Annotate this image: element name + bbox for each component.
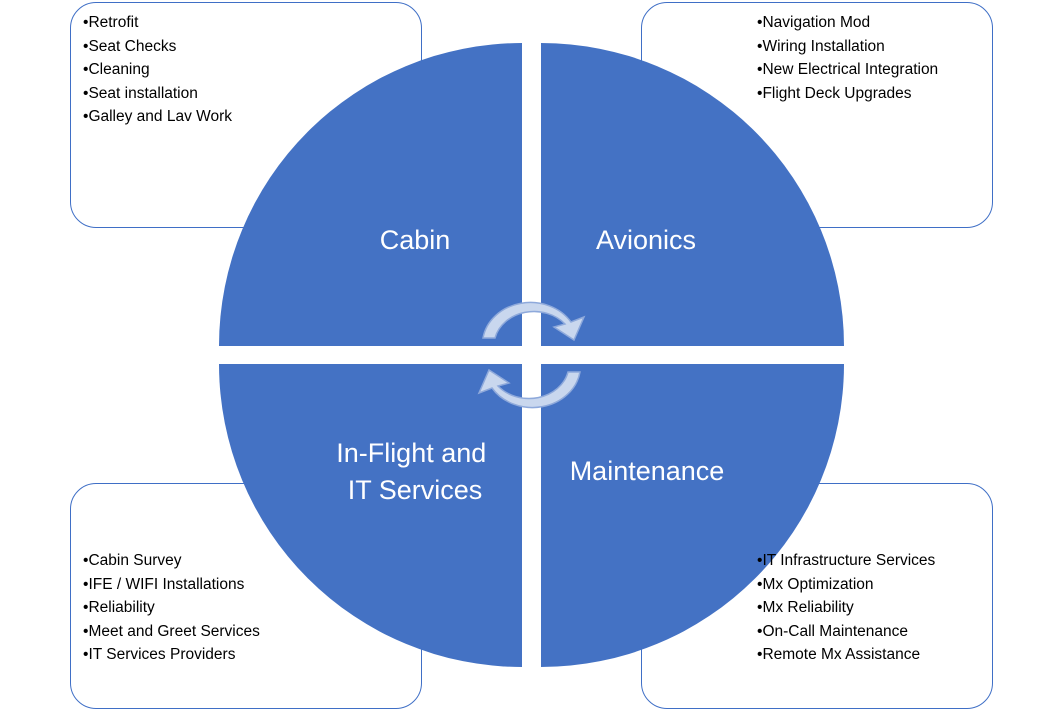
list-item: Wiring Installation [757, 35, 938, 59]
circular-arrows-icon [477, 301, 586, 409]
list-item: Seat Checks [83, 35, 232, 59]
maintenance-items-list: IT Infrastructure ServicesMx Optimizatio… [757, 549, 935, 667]
in-flight-it-items-list: Cabin SurveyIFE / WIFI InstallationsReli… [83, 549, 260, 667]
cabin-items-list: RetrofitSeat ChecksCleaningSeat installa… [83, 11, 232, 129]
list-item: Navigation Mod [757, 11, 938, 35]
list-item: IFE / WIFI Installations [83, 573, 260, 597]
list-item: Cabin Survey [83, 549, 260, 573]
quadrant-avionics [541, 43, 844, 346]
list-item: IT Services Providers [83, 643, 260, 667]
avionics-items-list: Navigation ModWiring InstallationNew Ele… [757, 11, 938, 105]
list-item: Reliability [83, 596, 260, 620]
quadrant-label-maintenance: Maintenance [570, 456, 725, 486]
list-item: Seat installation [83, 82, 232, 106]
list-item: Retrofit [83, 11, 232, 35]
list-item: Flight Deck Upgrades [757, 82, 938, 106]
clockwise-arrow-icon [482, 301, 586, 342]
list-item: New Electrical Integration [757, 58, 938, 82]
quadrant-label-cabin: Cabin [380, 225, 451, 255]
list-item: Cleaning [83, 58, 232, 82]
list-item: Galley and Lav Work [83, 105, 232, 129]
list-item: Meet and Greet Services [83, 620, 259, 644]
quadrant-in-flight-it-services [219, 364, 522, 667]
list-item: On-Call Maintenance [757, 620, 935, 644]
counterclockwise-arrow-icon [477, 368, 581, 409]
quadrant-maintenance [541, 364, 844, 667]
quadrant-label-in-flight-it-services: In-Flight and IT Services [336, 438, 494, 505]
quadrant-cabin [219, 43, 522, 346]
list-item: Mx Optimization [757, 573, 935, 597]
list-item: Remote Mx Assistance [757, 643, 935, 667]
list-item: Mx Reliability [757, 596, 935, 620]
list-item: IT Infrastructure Services [757, 549, 935, 573]
quadrant-label-avionics: Avionics [596, 225, 696, 255]
